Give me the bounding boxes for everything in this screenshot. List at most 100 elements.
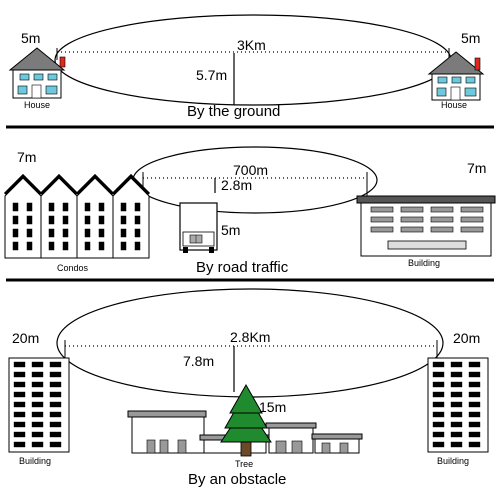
tower-window [13,431,26,438]
low-buildings [127,410,363,454]
condo-window [98,241,105,251]
tower-window [468,371,481,378]
tower-window [13,381,26,388]
condo-window [48,202,55,212]
clearance-label: 7.8m [183,353,215,369]
tower-window [31,371,44,378]
tower-window [432,371,445,378]
tower-window [432,391,445,398]
condo-window [26,202,33,212]
tower-window [432,361,445,368]
condo-window [62,228,69,238]
building-label-left: Building [19,456,52,466]
tower-window [49,421,62,428]
tower-window [49,401,62,408]
office-window [370,206,394,213]
tall-building-right [427,357,489,453]
panel-caption: By the ground [187,103,281,120]
panel-obstacle [8,288,489,457]
tower-window [468,381,481,388]
condo-window [98,228,105,238]
chimney [474,57,481,71]
height-label-left: 7m [17,149,37,165]
tower-window [31,431,44,438]
tower-window [49,411,62,418]
tower-window [450,391,463,398]
tower-window [450,371,463,378]
tower-window [31,421,44,428]
office-window [430,226,454,233]
tower-window [450,431,463,438]
tower-window [468,431,481,438]
tower-window [13,411,26,418]
tower-window [468,441,481,448]
condos-label: Condos [57,263,89,273]
tower-window [450,401,463,408]
office-window [370,216,394,223]
office-window [370,226,394,233]
height-label-right: 7m [467,160,487,176]
house-label-right: House [441,100,468,110]
tower-window [31,391,44,398]
panel-caption: By road traffic [196,259,289,276]
condos [3,173,151,259]
condo-unit [39,173,79,259]
condo-window [12,241,19,251]
house-label-left: House [24,100,51,110]
condo-window [84,215,91,225]
office-building [356,195,496,257]
condo-unit [111,173,151,259]
condo-window [134,228,141,238]
tree-label: Tree [235,459,254,469]
condo-window [26,215,33,225]
distance-label: 3Km [237,37,266,53]
condo-window [98,202,105,212]
condo-window [62,215,69,225]
condo-window [84,241,91,251]
condo-window [120,215,127,225]
building-label-right: Building [437,456,470,466]
tower-window [49,381,62,388]
condo-window [62,241,69,251]
office-window [430,206,454,213]
tower-window [49,371,62,378]
tower-window [49,441,62,448]
condo-window [120,202,127,212]
condo-window [12,215,19,225]
tower-window [13,391,26,398]
tower-window [13,441,26,448]
panel-caption: By an obstacle [188,471,287,488]
tower-window [432,441,445,448]
condo-window [120,241,127,251]
tower-window [468,361,481,368]
condo-window [134,241,141,251]
condo-window [48,241,55,251]
tower-window [432,381,445,388]
tower-window [432,421,445,428]
tower-window [31,401,44,408]
truck [179,202,218,253]
tower-window [432,431,445,438]
house-left [8,47,66,99]
office-window [460,206,484,213]
tower-window [450,411,463,418]
building-label: Building [408,258,441,268]
height-label-left: 20m [12,330,40,346]
office-window [400,206,424,213]
tower-window [13,401,26,408]
clearance-label: 2.8m [221,177,253,193]
tree-height-label: 15m [259,399,287,415]
tower-window [450,421,463,428]
office-window [460,226,484,233]
tower-window [468,421,481,428]
panel-traffic [3,146,496,259]
tower-window [468,401,481,408]
condo-unit [3,173,43,259]
distance-label: 2.8Km [230,329,271,345]
office-window [430,216,454,223]
tower-window [31,361,44,368]
condo-unit [75,173,115,259]
tower-window [432,411,445,418]
